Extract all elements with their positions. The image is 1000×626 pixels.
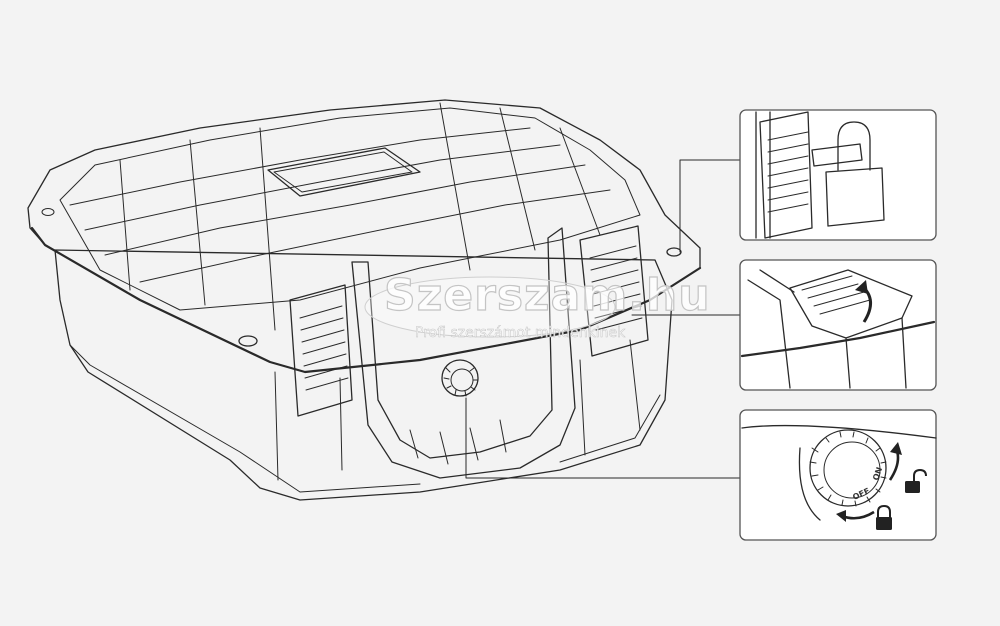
- front-handle: [351, 227, 576, 479]
- pressure-valve: [441, 359, 479, 397]
- lock-icon: [876, 504, 892, 530]
- padlock-icon: [825, 121, 885, 227]
- rotate-arrow-icon: [855, 280, 872, 323]
- watermark: Szerszam.hu Profi szerszámot mindenkinek: [364, 269, 711, 341]
- latch-right: [579, 225, 649, 357]
- latch-left: [289, 284, 353, 417]
- valve-detail: ON OFF: [739, 409, 937, 541]
- leader-lines: [465, 159, 741, 479]
- case-body: [27, 99, 702, 501]
- valve-on-label: ON: [871, 466, 884, 482]
- rotate-arrow-icon: [888, 442, 902, 481]
- unlock-icon: [905, 468, 927, 493]
- padlock-detail: [739, 109, 937, 241]
- watermark-logo: Szerszam.hu: [384, 270, 711, 321]
- latch-detail: [739, 259, 937, 391]
- watermark-tagline: Profi szerszámot mindenkinek: [415, 325, 626, 341]
- rotate-arrow-icon: [836, 510, 875, 522]
